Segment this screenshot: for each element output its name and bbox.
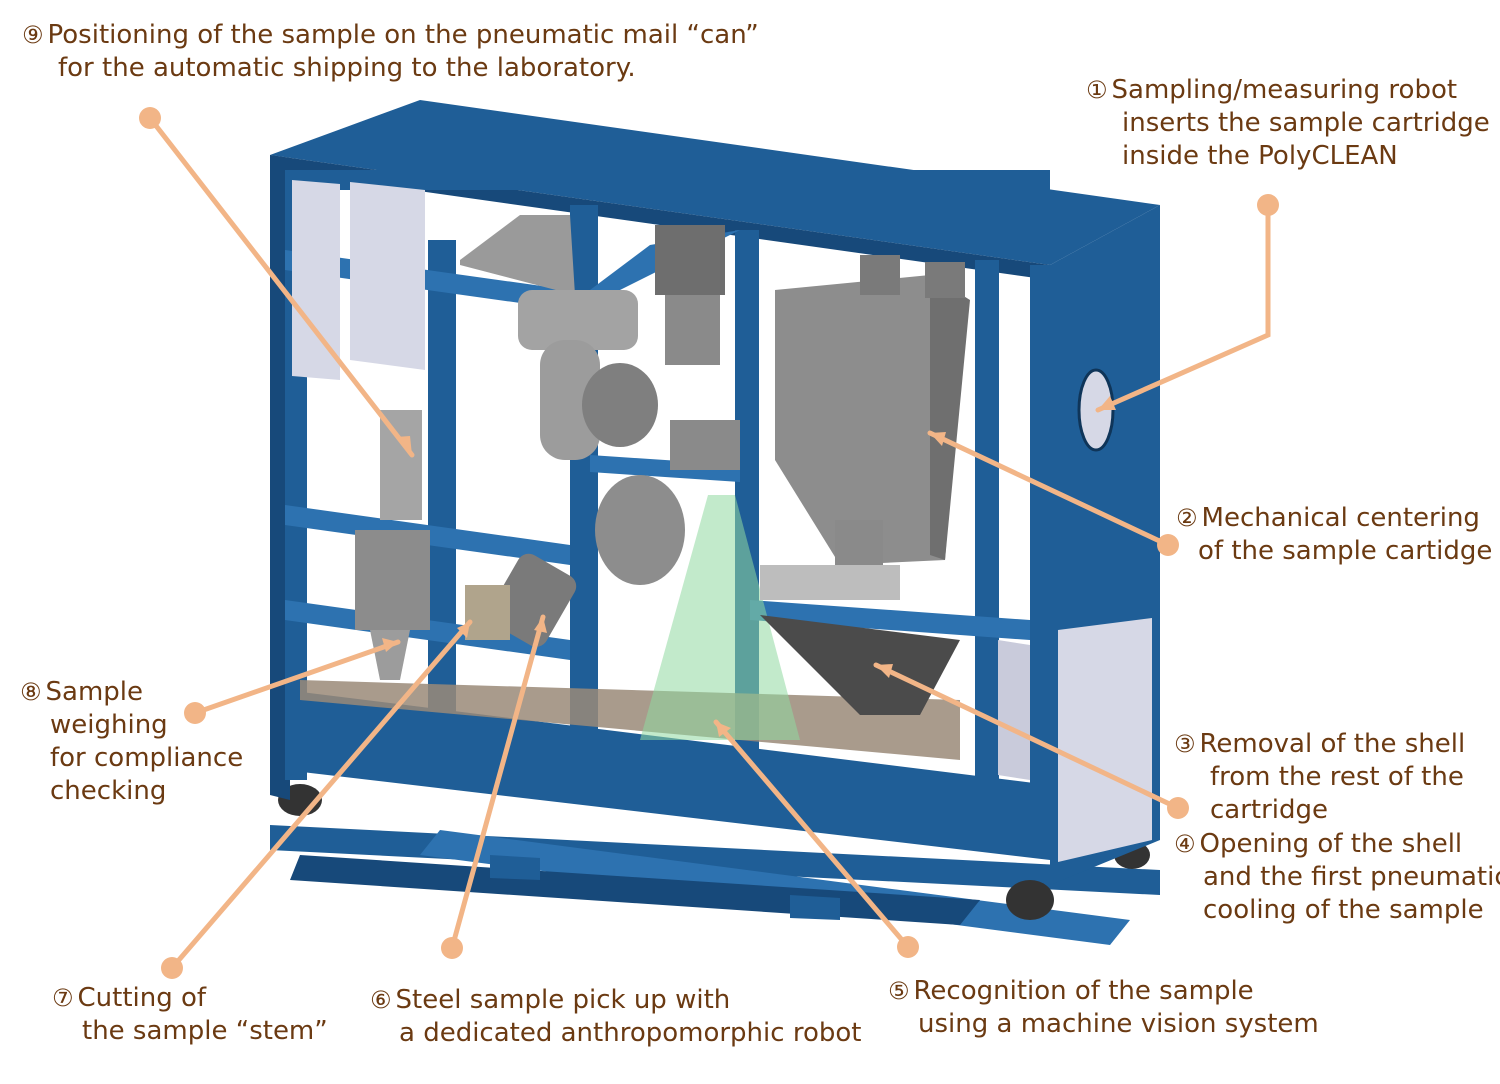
annotation-line: Positioning of the sample on the pneumat… [47, 20, 759, 50]
annotation-line: inserts the sample cartridge [1122, 108, 1490, 138]
annotation-marker: ④ [1174, 830, 1196, 858]
weighing-unit [355, 410, 430, 680]
annotation-line: inside the PolyCLEAN [1122, 141, 1398, 171]
annotation-line: weighing [50, 710, 168, 740]
shelling-machine [760, 255, 970, 715]
annotation-marker: ⑥ [370, 986, 392, 1014]
annotation-marker: ② [1176, 504, 1198, 532]
side-panels [292, 180, 1152, 862]
callout-arrowheads [382, 396, 1116, 737]
vision-beam [640, 495, 800, 740]
annotation-line: Cutting of [77, 983, 207, 1013]
annotation-marker: ⑨ [22, 21, 44, 49]
annotation-line: Opening of the shell [1199, 829, 1463, 859]
annotation-line: Sampling/measuring robot [1111, 75, 1458, 105]
annotation-line: Recognition of the sample [913, 976, 1254, 1006]
anthropomorphic-robot [488, 290, 685, 647]
annotation-line: Mechanical centering [1201, 503, 1480, 533]
annotation-line: for the automatic shipping to the labora… [58, 53, 636, 83]
base-skid [270, 784, 1160, 945]
annotation-line: of the sample cartidge [1198, 536, 1493, 566]
callout-dots [139, 107, 1279, 979]
annotation-line: cartridge [1210, 795, 1329, 825]
annotation-marker: ⑧ [20, 678, 42, 706]
annotation-line: Removal of the shell [1199, 729, 1466, 759]
annotation-line: a dedicated anthropomorphic robot [399, 1018, 862, 1048]
robot-top-mount [460, 215, 725, 365]
vision-camera [670, 420, 740, 470]
annotation-line: for compliance [50, 743, 244, 773]
annotation-line: Sample [45, 677, 144, 707]
annotation-line: the sample “stem” [82, 1016, 328, 1046]
annotation-line: from the rest of the [1210, 762, 1464, 792]
callout-lines [147, 115, 1271, 971]
annotation-marker: ⑤ [888, 977, 910, 1005]
annotation-marker: ① [1086, 76, 1108, 104]
annotation-marker: ③ [1174, 730, 1196, 758]
annotation-line: cooling of the sample [1203, 895, 1484, 925]
annotation-line: using a machine vision system [918, 1009, 1319, 1039]
cutting-unit [465, 585, 510, 640]
annotation-line: checking [50, 776, 167, 806]
annotation-line: Steel sample pick up with [395, 985, 731, 1015]
annotation-marker: ⑦ [52, 984, 74, 1012]
annotation-line: and the first pneumatic [1203, 862, 1500, 892]
